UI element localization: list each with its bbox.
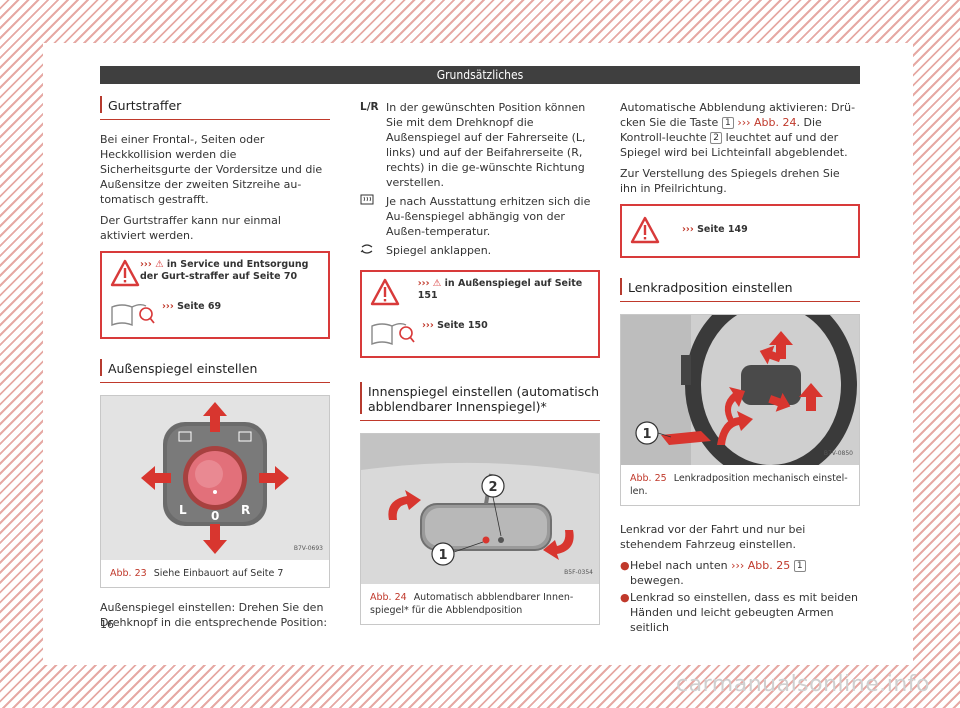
page-number: 16 [100,618,114,631]
warning-text-2: ››› ⚠ in Außenspiegel auf Seite 151 [417,278,583,301]
figure-25-image: 1 B7V-0850 [621,315,859,465]
warning-icon [630,216,682,246]
warning-ref-1[interactable]: ››› Seite 69 [162,301,222,312]
column-3: Automatische Abblendung aktivieren: Drü-… [620,100,860,637]
section-title-lenkrad: Lenkradposition einstellen [620,278,860,302]
knob-label-r: R [241,503,250,517]
section-title-aussenspiegel: Außenspiegel einstellen [100,359,330,383]
watermark: carmanualsonline.info [676,672,930,697]
col3-paragraph-3: Lenkrad vor der Fahrt und nur bei stehen… [620,523,806,551]
bullet-1: ● Hebel nach unten ››› Abb. 25 1 bewegen… [620,558,860,588]
figure-24-image: 2 1 B5F-0354 [361,434,599,584]
legend-item-fold: Spiegel anklappen. [360,243,600,260]
page-header: Grundsätzliches [100,66,860,84]
mirror-heating-icon [360,194,386,239]
knob-label-0: 0 [211,509,219,523]
col3-paragraph-2: Zur Verstellung des Spiegels drehen Sie … [620,167,840,195]
key-number-1: 1 [721,117,734,129]
warning-icon [110,259,140,289]
warning-box-3: ››› Seite 149 [620,204,860,258]
key-number-2: 2 [710,132,723,144]
column-2: L/R In der gewünschten Position können S… [360,100,600,635]
bullet-2: ● Lenkrad so einstellen, dass es mit bei… [620,591,858,634]
knob-label-l: L [179,503,187,517]
ref-abb-25[interactable]: Abb. 25 [747,559,791,572]
column-1: Gurtstraffer Bei einer Frontal-, Seiten … [100,96,330,636]
legend-item-lr: L/R In der gewünschten Position können S… [360,101,586,189]
section-title-innenspiegel: Innenspiegel einstellen (automatisch abb… [360,382,600,421]
warning-ref-3[interactable]: ››› Seite 149 [682,224,748,235]
callout-1: 1 [439,548,448,563]
warning-text-1: ››› ⚠ in Service und Entsorgung der Gurt… [140,259,309,282]
section-title-gurtstraffer: Gurtstraffer [100,96,330,120]
warning-icon [370,278,418,308]
aussen-paragraph: Außenspiegel einstellen: Drehen Sie den … [100,601,328,629]
mirror-fold-icon [360,243,386,260]
gurt-paragraph-1: Bei einer Frontal-, Seiten oder Heckkoll… [100,133,323,206]
callout-2: 2 [489,480,498,495]
col3-paragraph-1: Automatische Abblendung aktivieren: Drü-… [620,101,856,159]
book-icon [370,320,422,350]
ref-abb-24[interactable]: Abb. 24 [754,116,797,129]
callout-1: 1 [643,427,652,442]
figure-23-image: L 0 R B7V-0693 [101,396,329,560]
warning-ref-2[interactable]: ››› Seite 150 [422,320,488,331]
legend-symbol-lr: L/R [360,101,379,113]
warning-box-1: ››› ⚠ in Service und Entsorgung der Gurt… [100,251,330,339]
warning-box-2: ››› ⚠ in Außenspiegel auf Seite 151 ››› … [360,270,600,358]
legend-item-heat: Je nach Ausstattung erhitzen sich die Au… [360,194,600,239]
gurt-paragraph-2: Der Gurtstraffer kann nur einmal aktivie… [100,214,281,242]
book-icon [110,301,162,331]
